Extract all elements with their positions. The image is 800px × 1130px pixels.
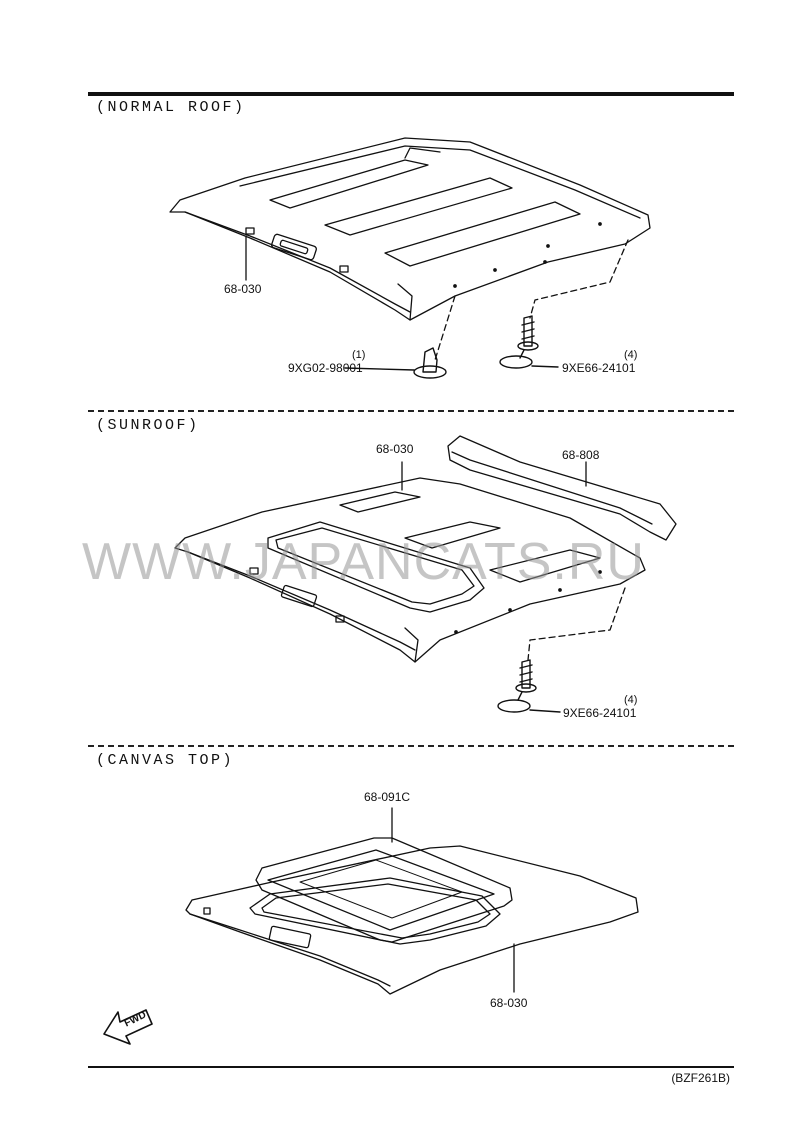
part-number-sunroof-headliner: 68-030 [376,442,414,456]
sunroof-trim-strip [447,435,677,541]
part-number-screw-normal: 9XE66-24101 [562,361,636,375]
part-number-canvas-headliner: 68-030 [490,996,528,1010]
sunroof-headliner [174,461,646,663]
screw-quantity-sunroof: (4) [624,694,638,706]
part-number-normal-headliner: 68-030 [224,282,262,296]
canvas-top-frame [255,807,513,943]
divider-2 [88,745,734,747]
normal-roof-headliner [169,137,651,321]
section-title-canvas-top: (CANVAS TOP) [96,752,235,769]
top-rule [88,92,734,96]
part-number-screw-sunroof: 9XE66-24101 [563,706,637,720]
canvas-top-headliner [185,845,639,995]
figure-code: (BZF261B) [671,1071,730,1085]
bottom-rule [88,1066,734,1068]
section-title-normal-roof: (NORMAL ROOF) [96,99,246,116]
screw-fastener [499,315,559,369]
part-number-canvas-frame: 68-091C [364,790,411,804]
section-title-sunroof: (SUNROOF) [96,417,200,434]
divider-1 [88,410,734,412]
fwd-arrow-icon [103,1009,153,1045]
watermark: WWW.JAPANCATS.RU [82,533,645,591]
part-number-sunroof-trim: 68-808 [562,448,600,462]
screw-fastener-sunroof [497,659,561,713]
screw-quantity-normal: (4) [624,349,638,361]
clip-fastener [344,347,447,379]
clip-quantity: (1) [352,349,366,361]
part-number-clip: 9XG02-98001 [288,361,363,375]
